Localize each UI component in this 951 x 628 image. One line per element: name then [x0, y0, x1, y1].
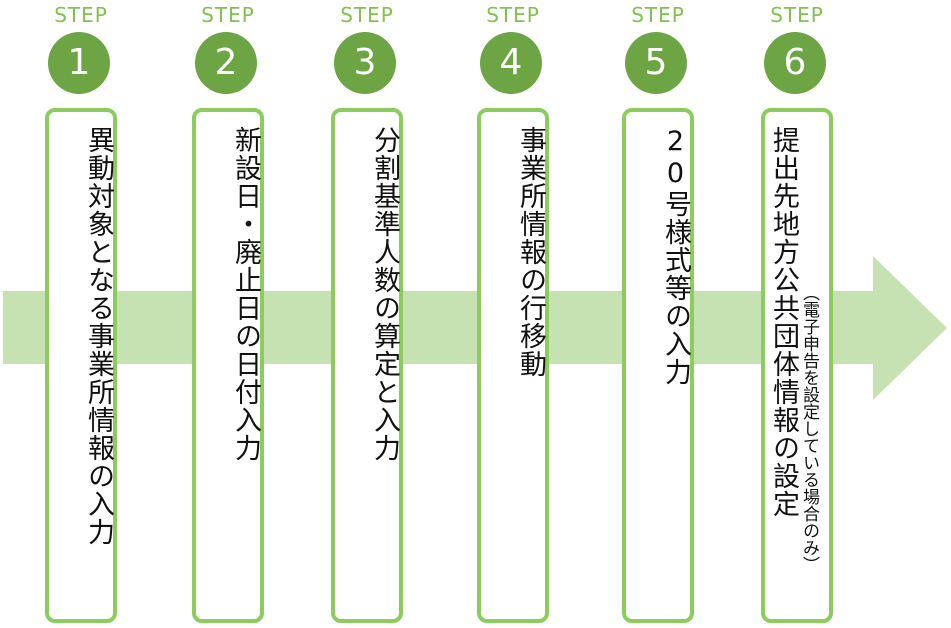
step-box: 20号様式等の入力: [622, 108, 694, 623]
step-text: 分割基準人数の算定と入力: [369, 126, 400, 462]
step-number-badge: 4: [480, 32, 542, 94]
step-1: STEP 1 異動対象となる事業所情報の入力: [42, 0, 120, 628]
step-2: STEP 2 新設日・廃止日の日付入力: [189, 0, 267, 628]
step-box: 新設日・廃止日の日付入力: [192, 108, 264, 623]
step-4: STEP 4 事業所情報の行移動: [474, 0, 552, 628]
step-box: 異動対象となる事業所情報の入力: [45, 108, 117, 623]
step-box: 分割基準人数の算定と入力: [331, 108, 403, 623]
step-number-badge: 3: [334, 32, 396, 94]
step-number-badge: 1: [48, 32, 110, 94]
step-text: 事業所情報の行移動: [515, 126, 546, 378]
step-label: STEP: [770, 3, 824, 27]
step-note: （電子申告を設定している場合のみ）: [799, 284, 819, 573]
step-label: STEP: [631, 3, 685, 27]
step-label: STEP: [54, 3, 108, 27]
step-number-badge: 2: [195, 32, 257, 94]
step-text: 新設日・廃止日の日付入力: [230, 126, 261, 462]
flow-arrow-band: [3, 291, 873, 364]
step-box: 事業所情報の行移動: [477, 108, 549, 623]
step-label: STEP: [201, 3, 255, 27]
flow-arrow-head: [873, 256, 947, 400]
step-text: 異動対象となる事業所情報の入力: [83, 126, 114, 546]
step-5: STEP 5 20号様式等の入力: [619, 0, 697, 628]
step-text: 提出先地方公共団体情報の設定: [768, 126, 799, 518]
step-number-badge: 6: [764, 32, 826, 94]
step-number-badge: 5: [625, 32, 687, 94]
step-3: STEP 3 分割基準人数の算定と入力: [328, 0, 406, 628]
step-6: STEP 6 提出先地方公共団体情報の設定 （電子申告を設定している場合のみ）: [758, 0, 836, 628]
step-label: STEP: [486, 3, 540, 27]
step-box: 提出先地方公共団体情報の設定 （電子申告を設定している場合のみ）: [761, 108, 833, 623]
step-label: STEP: [340, 3, 394, 27]
step-text: 20号様式等の入力: [660, 126, 691, 386]
